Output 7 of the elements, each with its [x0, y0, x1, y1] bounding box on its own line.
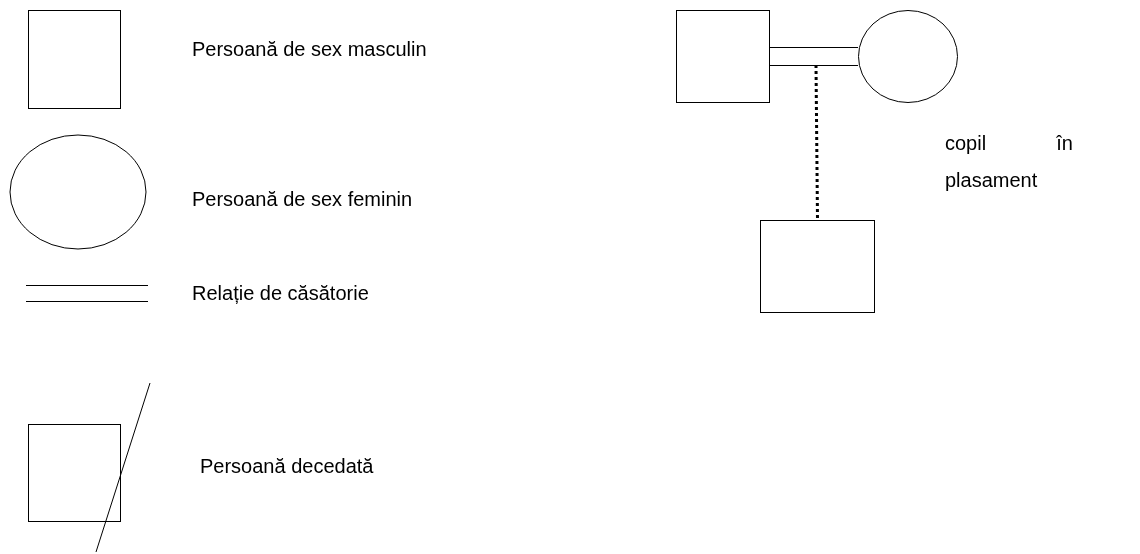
- legend-text: Persoană de sex feminin: [192, 188, 413, 211]
- legend-text: Relație de căsătorie: [192, 282, 369, 305]
- node-caption: copil în plasament: [945, 131, 1073, 193]
- legend-text: Persoană decedată: [200, 455, 374, 478]
- legend-text: Persoană de sex masculin: [192, 38, 427, 61]
- dotted-line: [814, 65, 819, 220]
- double-line: [769, 47, 859, 66]
